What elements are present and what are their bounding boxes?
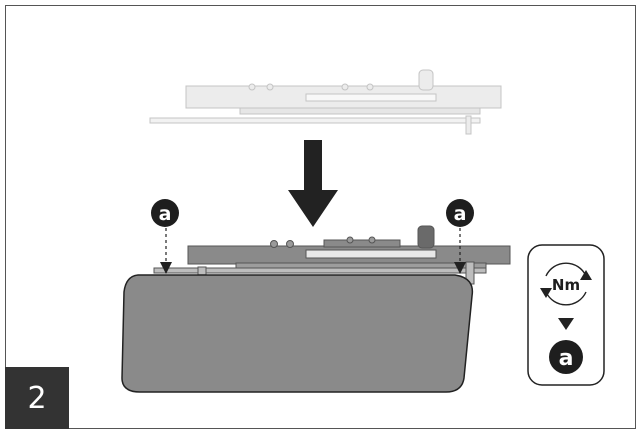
down-arrow-icon: [288, 140, 338, 227]
callout-right-label: a: [454, 203, 467, 225]
bracket-ghost: [149, 69, 502, 135]
torque-rotation-icon: [540, 262, 592, 306]
down-triangle-icon: [558, 318, 574, 330]
step-number: 2: [5, 367, 69, 429]
callout-left-badge: [151, 199, 179, 227]
callout-panel-label: a: [559, 346, 574, 371]
callout-panel-badge: [549, 340, 583, 374]
diagram-frame: [5, 5, 636, 429]
bracket-mounted: [153, 225, 511, 285]
device-body: [121, 274, 474, 393]
callout-left-label: a: [159, 203, 172, 225]
callout-right-badge: [446, 199, 474, 227]
torque-label: Nm: [552, 276, 580, 294]
